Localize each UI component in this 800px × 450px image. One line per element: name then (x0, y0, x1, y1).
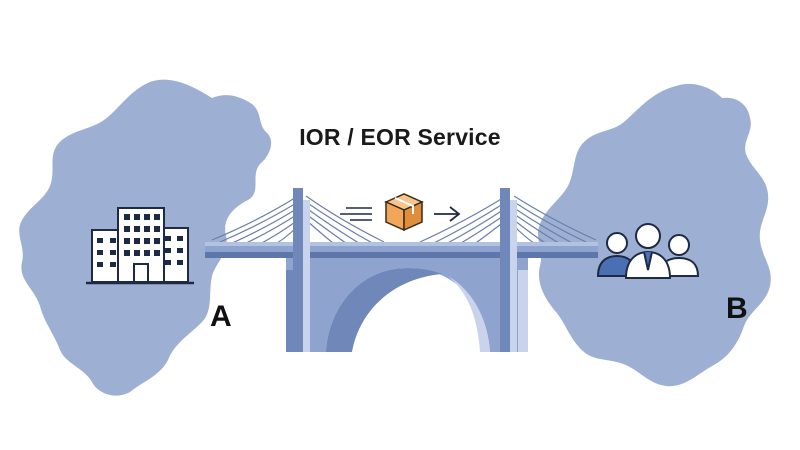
office-building-icon (86, 207, 194, 285)
motion-lines-icon (340, 207, 372, 221)
arrow-right-icon (434, 206, 461, 222)
people-group-icon (596, 223, 700, 279)
diagram-title: IOR / EOR Service (299, 124, 501, 150)
side-a-label: A (210, 300, 232, 333)
bridge (205, 188, 598, 352)
package-box-icon (384, 193, 424, 232)
side-b-label: B (726, 292, 748, 325)
